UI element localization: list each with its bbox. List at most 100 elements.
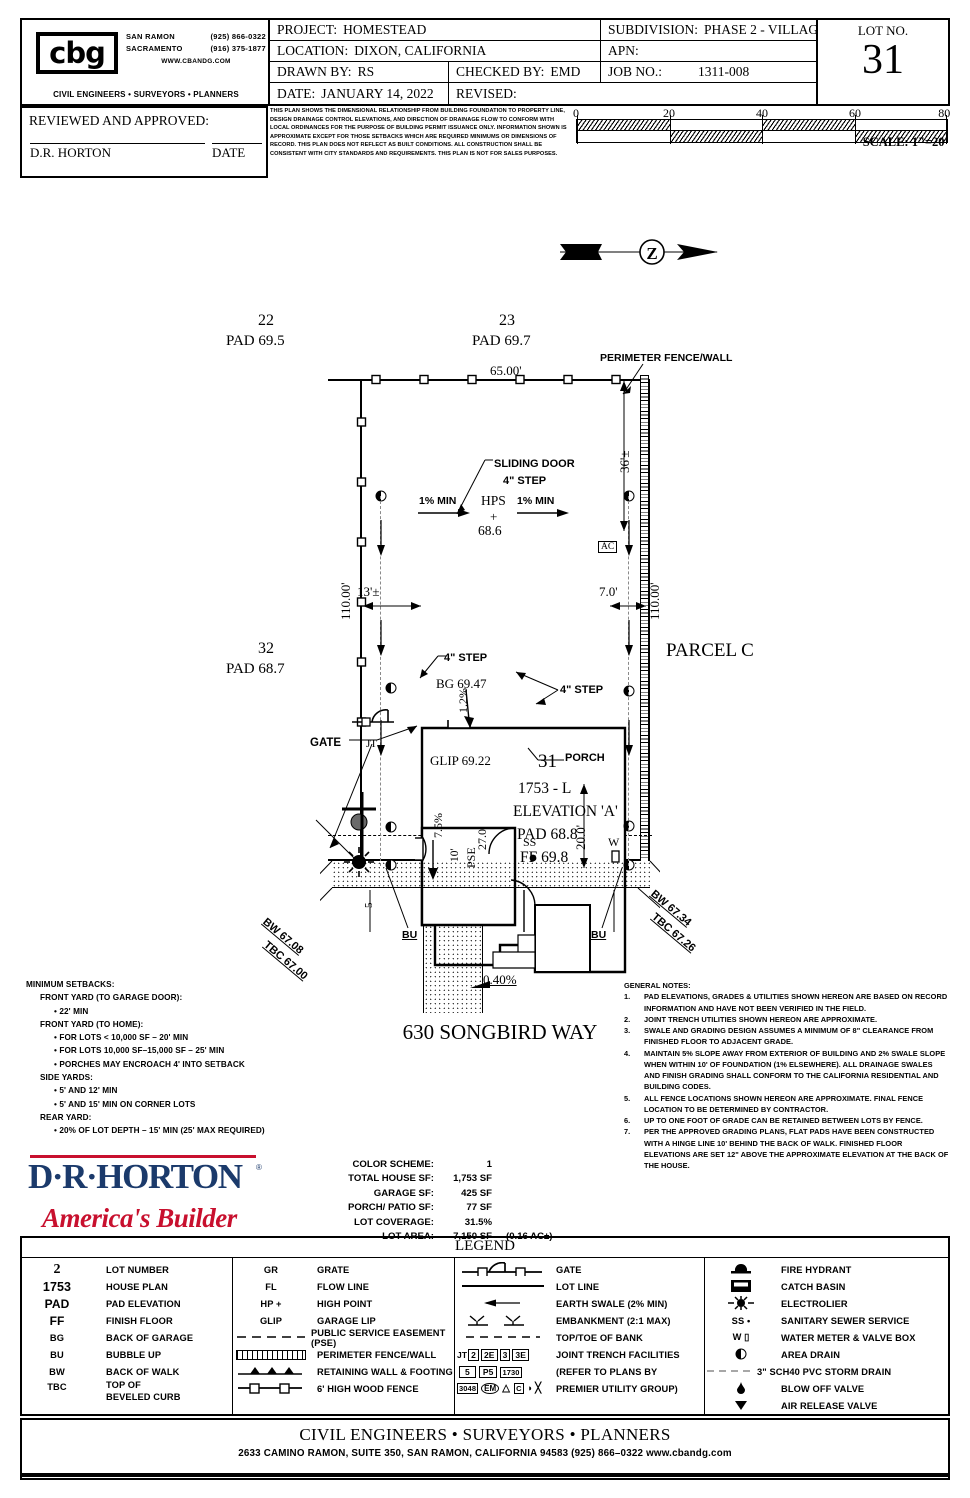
legend-symbol: BU (50, 1349, 64, 1360)
location-value: DIXON, CALIFORNIA (354, 43, 487, 58)
general-notes-heading: GENERAL NOTES: (624, 981, 691, 990)
jt-box: 3E (512, 1348, 529, 1361)
legend-heading: LEGEND (22, 1238, 948, 1258)
setbacks-item: REAR YARD: (40, 1112, 92, 1122)
house-pad: PAD 68.8 (517, 826, 578, 843)
lot-number-value: 31 (862, 37, 904, 83)
location-row: LOCATION: DIXON, CALIFORNIA APN: (270, 41, 816, 62)
legend-item: CATCH BASIN (705, 1278, 946, 1295)
electrolier-icon (705, 1295, 777, 1313)
rear-lot-line (328, 379, 650, 382)
scale-bar-graphic (576, 115, 948, 144)
hps-plus: + (490, 509, 498, 524)
checked-by-label: CHECKED BY: (456, 64, 545, 79)
legend-label: RETAINING WALL & FOOTING (317, 1366, 453, 1377)
lot-number-label: LOT NO. (857, 23, 909, 38)
dim-20-arrow (580, 784, 588, 868)
gate-leader (349, 725, 418, 741)
area-drain-icon-6 (385, 682, 397, 694)
stat-extra (496, 1172, 506, 1186)
legend-label: GATE (556, 1264, 582, 1275)
legend-symbol: PAD (44, 1296, 70, 1311)
drawn-by-label: DRAWN BY: (277, 64, 352, 79)
area-drain-icon-3 (623, 685, 635, 697)
jt-box: 3 (499, 1348, 511, 1361)
jt-spiral-icon: ◑ (526, 1383, 533, 1393)
firm-tagline: CIVIL ENGINEERS • SURVEYORS • PLANNERS (53, 90, 239, 99)
bg-label: BG 69.47 (436, 676, 487, 691)
drawn-by-field: DRAWN BY: RS (270, 62, 448, 82)
sliding-door-label: SLIDING DOOR (494, 458, 575, 470)
project-row: PROJECT: HOMESTEAD SUBDIVISION: PHASE 2 … (270, 20, 816, 41)
curb-returns (320, 860, 660, 909)
dim-7-arrow (610, 602, 646, 610)
footer-line-1: CIVIL ENGINEERS • SURVEYORS • PLANNERS (299, 1425, 671, 1444)
legend-symbol: FL (265, 1281, 277, 1292)
general-notes-block: GENERAL NOTES: 1.PAD ELEVATIONS, GRADES … (624, 980, 950, 1171)
legend-symbol: BW (49, 1366, 65, 1377)
apn-field: APN: (600, 41, 816, 61)
title-block-fields: PROJECT: HOMESTEAD SUBDIVISION: PHASE 2 … (270, 20, 816, 104)
sliding-door-step-label: 4" STEP (503, 475, 547, 487)
street-address: 630 SONGBIRD WAY (402, 1020, 598, 1044)
jt-prefix: JT (457, 1349, 468, 1360)
slope-min-right-label: 1% MIN (517, 495, 555, 507)
setbacks-item: SIDE YARDS: (40, 1072, 93, 1082)
legend-item: BLOW OFF VALVE (705, 1380, 946, 1397)
step-right-label: 4" STEP (560, 684, 604, 696)
glip-label: GLIP 69.22 (430, 753, 491, 768)
date-field: DATE: JANUARY 14, 2022 (270, 83, 448, 104)
stat-key: GARAGE SF: (373, 1187, 434, 1199)
gate-label: GATE (310, 737, 342, 749)
registered-mark: ® (256, 1163, 262, 1172)
office2-phone: (916) 375-1877 (210, 44, 266, 54)
stat-extra (496, 1201, 506, 1215)
builder-slogan: America's Builder (42, 1203, 237, 1233)
sidewalk (332, 861, 650, 887)
legend-column-4: FIRE HYDRANT CATCH BASIN ELECTROLIER SS … (704, 1258, 946, 1414)
dim-36-arrow (620, 381, 628, 531)
legend-label: FINISH FLOOR (106, 1315, 173, 1326)
gate-symbol-icon (352, 709, 394, 727)
dim-13: 13'± (357, 584, 380, 599)
porch-leader (527, 747, 564, 761)
footer-block: CIVIL ENGINEERS • SURVEYORS • PLANNERS 2… (20, 1418, 950, 1480)
legend-label: TOP/TOE OF BANK (556, 1332, 643, 1343)
cbg-logo-icon: cbg (36, 32, 118, 74)
street-slope-arrow (470, 981, 490, 988)
note-text: JOINT TRENCH UTILITIES SHOWN HEREON ARE … (644, 1014, 878, 1024)
area-drain-icon-2 (623, 490, 635, 502)
legend-symbol: TBC (47, 1382, 67, 1392)
legend-label: ELECTROLIER (781, 1298, 848, 1309)
jt-box: 2E (480, 1348, 498, 1361)
stat-row: COLOR SCHEME:1 (286, 1158, 606, 1172)
ss-label: SS (523, 835, 537, 849)
dim-7: 7.0' (599, 584, 618, 599)
neighbor-pad-22: PAD 69.5 (226, 333, 285, 349)
top-toe-bank-icon (455, 1333, 550, 1343)
legend-item: AREA DRAIN (705, 1346, 946, 1363)
porch-label: PORCH (565, 752, 605, 764)
dim-left-110: 110.00' (338, 582, 353, 620)
wood-fence-icon (233, 1382, 309, 1396)
flow-arrow-6 (625, 720, 633, 756)
lot-line-icon (455, 1282, 550, 1292)
legend-symbol: HP + (260, 1298, 282, 1309)
revised-label: REVISED: (456, 85, 517, 101)
left-lot-line (360, 379, 363, 859)
neighbor-lot-22: 22 (258, 312, 274, 329)
legend-item: PERIMETER FENCE/WALL (233, 1346, 454, 1363)
street-slope-label: 0.40% (483, 972, 517, 987)
general-note: 1.PAD ELEVATIONS, GRADES & UTILITIES SHO… (624, 991, 950, 1014)
legend-label: 6' HIGH WOOD FENCE (317, 1383, 419, 1394)
bu-leader-right (601, 867, 623, 929)
stat-key: LOT COVERAGE: (354, 1216, 434, 1228)
house-elevation: ELEVATION 'A' (513, 803, 618, 820)
note-text: UP TO ONE FOOT OF GRADE CAN BE RETAINED … (644, 1116, 923, 1125)
